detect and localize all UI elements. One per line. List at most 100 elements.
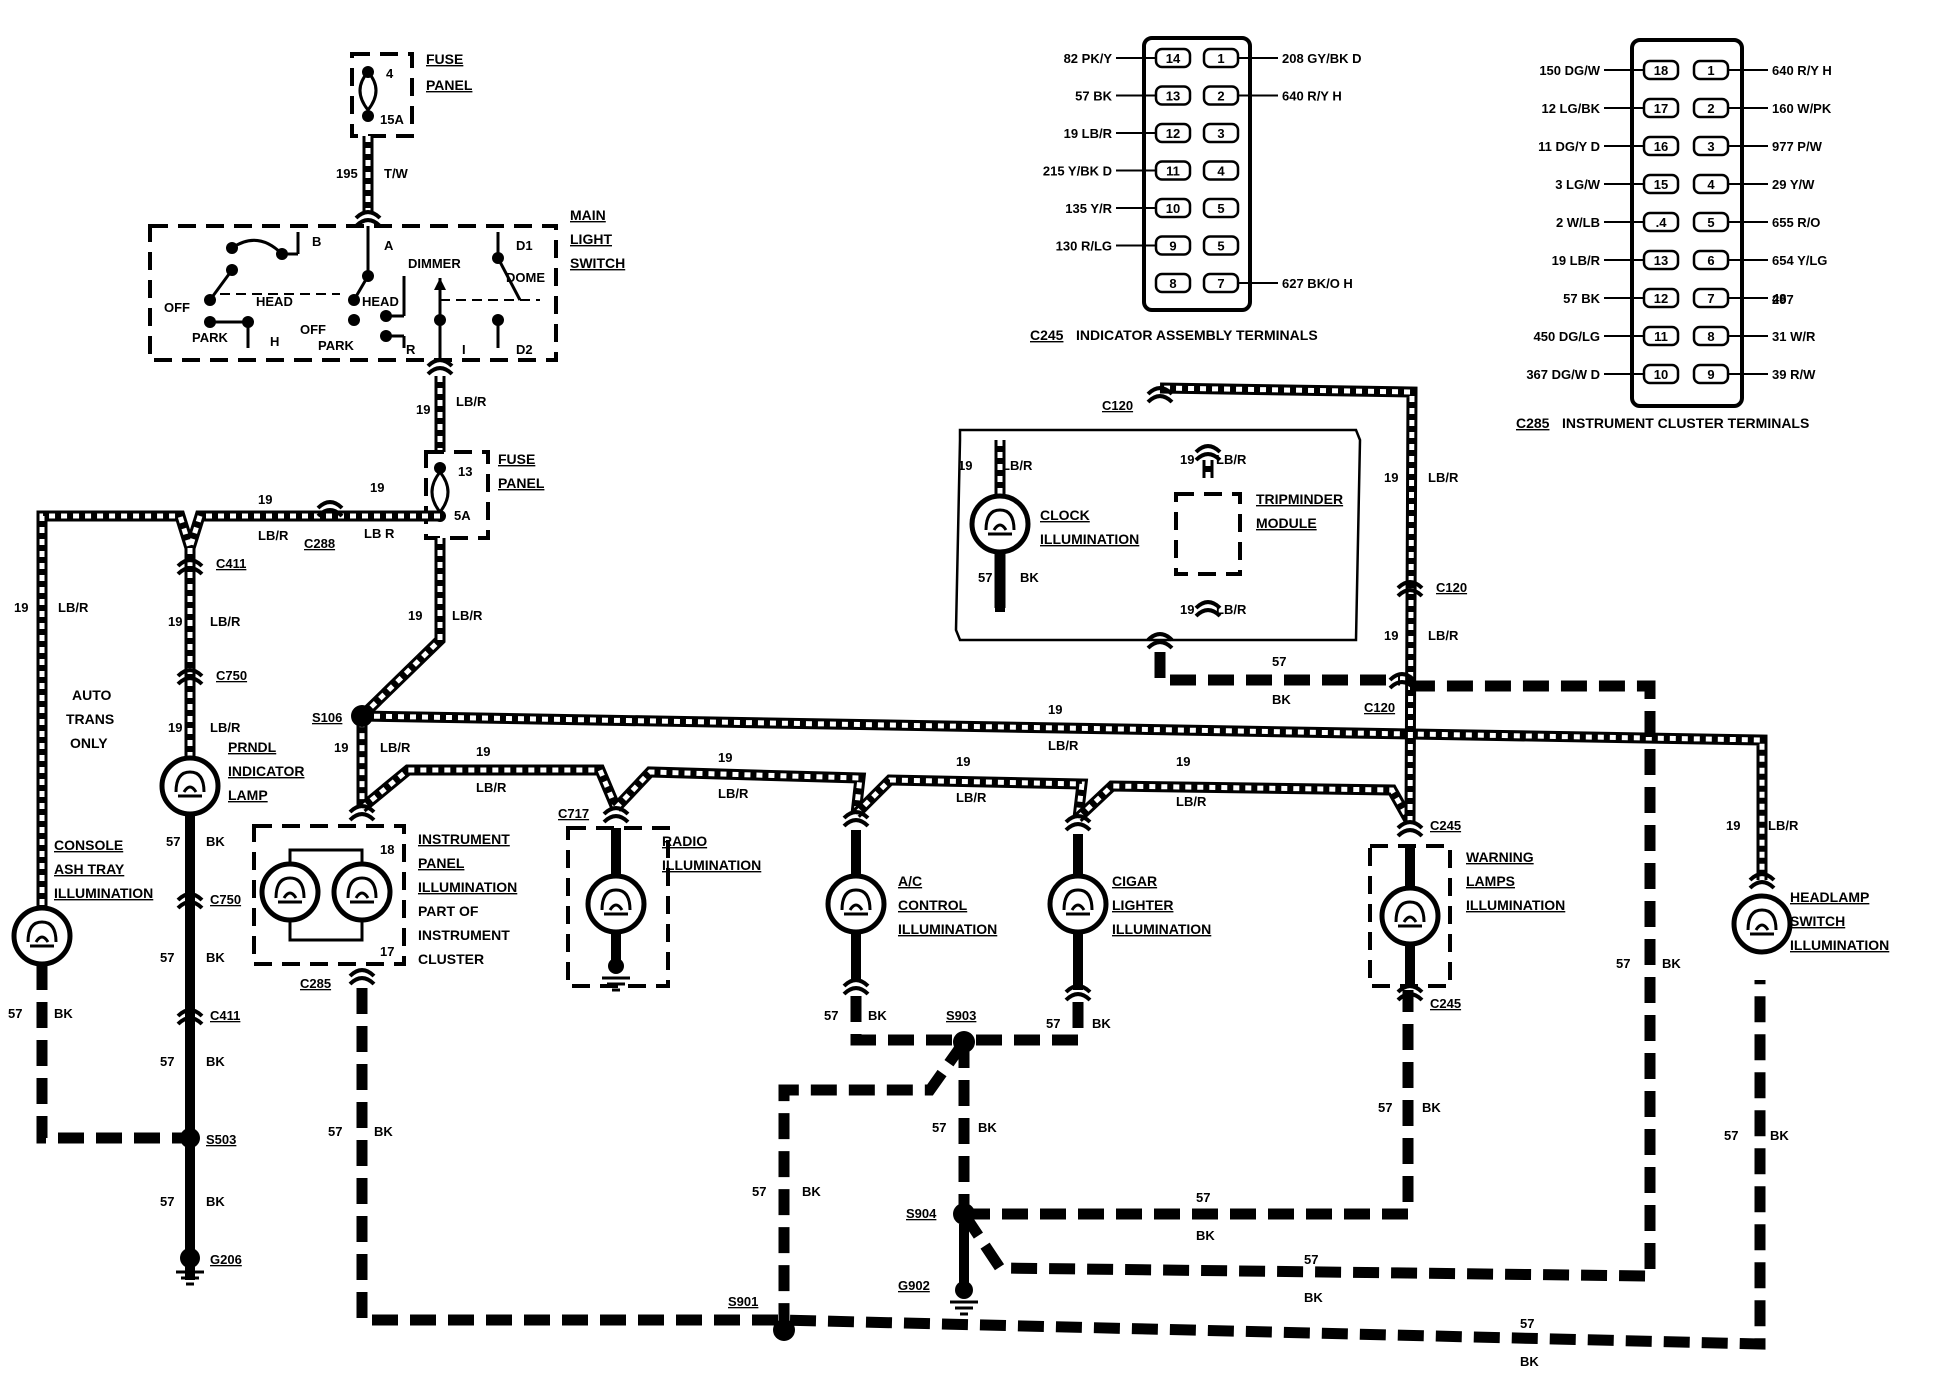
top-fuse-rating: 15A bbox=[380, 112, 404, 127]
c288: C288 bbox=[304, 536, 335, 551]
left-pin: 11 bbox=[1166, 164, 1180, 179]
c750-top: C750 bbox=[216, 668, 247, 683]
left-terminal-label: 11 DG/Y D bbox=[1538, 139, 1600, 154]
right-terminal-label: 31 W/R bbox=[1772, 329, 1816, 344]
switch-d2-label: D2 bbox=[516, 342, 533, 357]
svg-text:BK: BK bbox=[1520, 1354, 1539, 1369]
right-terminal-label: 640 R/Y H bbox=[1282, 89, 1342, 104]
svg-text:57: 57 bbox=[752, 1184, 766, 1199]
left-terminal-label: 19 LB/R bbox=[1064, 126, 1113, 141]
left-pin: 13 bbox=[1654, 253, 1668, 268]
left-pin: 10 bbox=[1166, 201, 1180, 216]
svg-text:BK: BK bbox=[206, 1054, 225, 1069]
svg-text:LAMPS: LAMPS bbox=[1466, 873, 1515, 889]
svg-text:LB/R: LB/R bbox=[210, 720, 241, 735]
svg-text:LB/R: LB/R bbox=[58, 600, 89, 615]
svg-text:19: 19 bbox=[1180, 452, 1194, 467]
svg-text:19: 19 bbox=[1384, 470, 1398, 485]
instrument-pin-18: 18 bbox=[380, 842, 394, 857]
switch-park-left: PARK bbox=[192, 330, 228, 345]
mid-fuse-label-2: PANEL bbox=[498, 475, 545, 491]
left-pin: 8 bbox=[1169, 276, 1176, 291]
svg-text:PART OF: PART OF bbox=[418, 903, 479, 919]
svg-text:INSTRUMENT: INSTRUMENT bbox=[418, 831, 510, 847]
svg-text:57: 57 bbox=[160, 950, 174, 965]
svg-text:ILLUMINATION: ILLUMINATION bbox=[54, 885, 153, 901]
top-fuse-panel: 4 15A FUSE PANEL bbox=[350, 51, 473, 138]
svg-text:19: 19 bbox=[258, 492, 272, 507]
switch-head-right: HEAD bbox=[362, 294, 399, 309]
svg-text:ILLUMINATION: ILLUMINATION bbox=[418, 879, 517, 895]
main-switch-label-3: SWITCH bbox=[570, 255, 625, 271]
s901: S901 bbox=[728, 1294, 758, 1309]
svg-text:ILLUMINATION: ILLUMINATION bbox=[1790, 937, 1889, 953]
switch-out-wire-color: LB/R bbox=[456, 394, 487, 409]
svg-text:19: 19 bbox=[1180, 602, 1194, 617]
svg-text:19: 19 bbox=[168, 614, 182, 629]
svg-text:LB/R: LB/R bbox=[956, 790, 987, 805]
svg-text:57: 57 bbox=[166, 834, 180, 849]
top-fuse-label-1: FUSE bbox=[426, 51, 463, 67]
g902: G902 bbox=[898, 1278, 930, 1293]
mid-fuse-panel: 13 5A FUSE PANEL bbox=[424, 450, 545, 540]
svg-text:WARNING: WARNING bbox=[1466, 849, 1534, 865]
switch-out-wire-num: 19 bbox=[416, 402, 430, 417]
right-pin: 4 bbox=[1217, 164, 1225, 179]
right-pin: 1 bbox=[1217, 51, 1224, 66]
left-pin: 18 bbox=[1654, 63, 1668, 78]
left-terminal-label: 135 Y/R bbox=[1065, 201, 1112, 216]
switch-off-left: OFF bbox=[164, 300, 190, 315]
svg-text:57: 57 bbox=[824, 1008, 838, 1023]
right-pin: 8 bbox=[1707, 329, 1714, 344]
right-pin: 5 bbox=[1217, 201, 1224, 216]
left-terminal-label: 150 DG/W bbox=[1539, 63, 1600, 78]
right-pin: 5 bbox=[1217, 239, 1224, 254]
c245-bot-conn: C245 bbox=[1430, 996, 1461, 1011]
svg-text:57: 57 bbox=[978, 570, 992, 585]
svg-text:ILLUMINATION: ILLUMINATION bbox=[898, 921, 997, 937]
svg-text:57: 57 bbox=[1272, 654, 1286, 669]
right-terminal-label: 29 Y/W bbox=[1772, 177, 1815, 192]
right-pin: 4 bbox=[1707, 177, 1715, 192]
svg-text:57: 57 bbox=[1378, 1100, 1392, 1115]
svg-text:19: 19 bbox=[334, 740, 348, 755]
svg-text:PANEL: PANEL bbox=[418, 855, 465, 871]
main-light-switch: MAIN LIGHT SWITCH B OFF HEAD PARK H A HE… bbox=[148, 207, 625, 362]
lb-r-feed-wires bbox=[36, 382, 1768, 920]
s904: S904 bbox=[906, 1206, 937, 1221]
ac-control-illumination: A/C CONTROL ILLUMINATION bbox=[828, 810, 997, 996]
svg-text:LB/R: LB/R bbox=[1428, 470, 1459, 485]
svg-text:TRIPMINDER: TRIPMINDER bbox=[1256, 491, 1343, 507]
svg-text:ILLUMINATION: ILLUMINATION bbox=[1466, 897, 1565, 913]
s503: S503 bbox=[206, 1132, 236, 1147]
svg-text:HEADLAMP: HEADLAMP bbox=[1790, 889, 1869, 905]
right-terminal-label: 208 GY/BK D bbox=[1282, 51, 1361, 66]
main-switch-label-2: LIGHT bbox=[570, 231, 612, 247]
top-fuse-pin: 4 bbox=[386, 66, 394, 81]
svg-text:LB/R: LB/R bbox=[476, 780, 507, 795]
switch-head-left: HEAD bbox=[256, 294, 293, 309]
svg-text:LB/R: LB/R bbox=[210, 614, 241, 629]
svg-text:BK: BK bbox=[374, 1124, 393, 1139]
c411-top: C411 bbox=[216, 556, 246, 571]
right-pin: 7 bbox=[1707, 291, 1714, 306]
left-pin: .4 bbox=[1656, 215, 1668, 230]
c750-bot: C750 bbox=[210, 892, 241, 907]
left-terminal-label: 12 LG/BK bbox=[1541, 101, 1600, 116]
left-terminal-label: 57 BK bbox=[1075, 89, 1112, 104]
cigar-lighter-illumination: CIGAR LIGHTER ILLUMINATION bbox=[1050, 814, 1211, 1002]
svg-text:19: 19 bbox=[1726, 818, 1740, 833]
left-terminal-label: 215 Y/BK D bbox=[1043, 164, 1112, 179]
svg-text:LB/R: LB/R bbox=[258, 528, 289, 543]
svg-text:INSTRUMENT: INSTRUMENT bbox=[418, 927, 510, 943]
c245-title-rest: INDICATOR ASSEMBLY TERMINALS bbox=[1076, 327, 1318, 343]
svg-text:CONTROL: CONTROL bbox=[898, 897, 968, 913]
right-pin: 3 bbox=[1217, 126, 1224, 141]
svg-text:19: 19 bbox=[958, 458, 972, 473]
main-switch-label-1: MAIN bbox=[570, 207, 606, 223]
c245-top-conn: C245 bbox=[1430, 818, 1461, 833]
svg-text:BK: BK bbox=[1196, 1228, 1215, 1243]
c285-title-rest: INSTRUMENT CLUSTER TERMINALS bbox=[1562, 415, 1809, 431]
